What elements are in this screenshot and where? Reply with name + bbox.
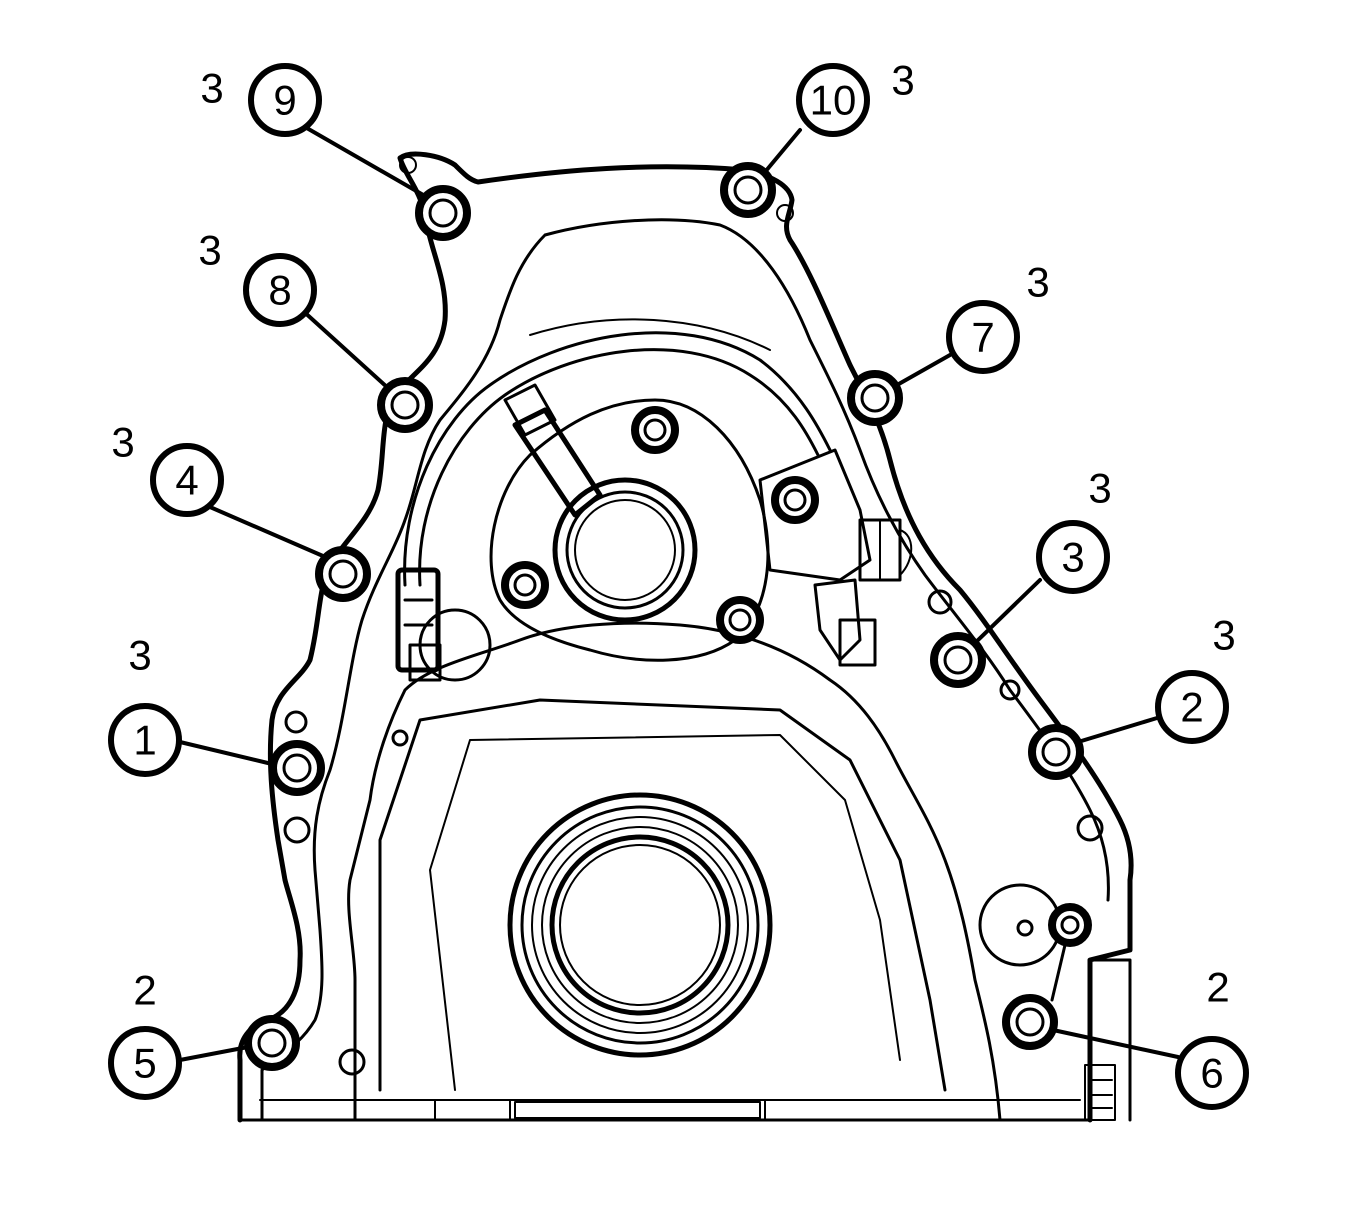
pass-label-8: 3: [198, 227, 221, 274]
callout-2: 2: [1155, 670, 1229, 744]
leader-10: [763, 128, 802, 174]
bolt-7: [847, 370, 903, 426]
pass-label-3: 3: [1088, 465, 1111, 512]
wiring-harness: [395, 318, 913, 682]
callout-3: 3: [1036, 520, 1110, 594]
front-cover-body: [237, 151, 1134, 1123]
callout-10-number: 10: [810, 77, 857, 124]
upper-seal-housing: [489, 398, 770, 662]
leader-6: [1051, 1028, 1180, 1059]
leader-lines: [178, 125, 1180, 1062]
callout-10: 10: [796, 63, 870, 137]
leader-3: [973, 578, 1042, 645]
pass-label-4: 3: [111, 419, 134, 466]
pass-label-7: 3: [1026, 259, 1049, 306]
leader-4: [208, 505, 325, 558]
callout-8-number: 8: [268, 267, 291, 314]
callout-7: 7: [946, 300, 1020, 374]
cover-bosses: [283, 156, 1104, 1076]
callout-1: 1: [108, 703, 182, 777]
pass-label-6: 2: [1206, 964, 1229, 1011]
callout-5: 5: [108, 1026, 182, 1100]
pass-label-10: 3: [891, 57, 914, 104]
callout-7-number: 7: [971, 314, 994, 361]
callout-1-number: 1: [133, 717, 156, 764]
bolt-2: [1028, 724, 1084, 780]
bolt-1: [269, 740, 325, 796]
leader-5: [178, 1045, 250, 1062]
crankshaft-seal: [507, 792, 773, 1058]
callout-9: 9: [248, 63, 322, 137]
bolt-10: [720, 162, 776, 218]
pass-label-1: 3: [128, 632, 151, 679]
callout-8: 8: [243, 253, 317, 327]
leader-8: [300, 308, 390, 390]
bolt-9: [415, 185, 471, 241]
leader-2: [1076, 716, 1159, 744]
leader-7: [895, 353, 952, 387]
pass-label-9: 3: [200, 65, 223, 112]
bolt-5: [244, 1015, 300, 1071]
bolt-8: [377, 377, 433, 433]
leader-1: [178, 740, 274, 766]
bolt-6: [1002, 994, 1058, 1050]
bolt-4: [315, 546, 371, 602]
callout-3-number: 3: [1061, 534, 1084, 581]
bolt-3: [930, 632, 986, 688]
callout-6-number: 6: [1200, 1050, 1223, 1097]
callout-4: 4: [150, 443, 224, 517]
callout-6: 6: [1175, 1036, 1249, 1110]
callout-2-number: 2: [1180, 684, 1203, 731]
callout-4-number: 4: [175, 457, 198, 504]
callout-9-number: 9: [273, 77, 296, 124]
pass-label-5: 2: [133, 967, 156, 1014]
callout-5-number: 5: [133, 1040, 156, 1087]
leader-9: [303, 125, 427, 198]
pass-label-2: 3: [1212, 612, 1235, 659]
